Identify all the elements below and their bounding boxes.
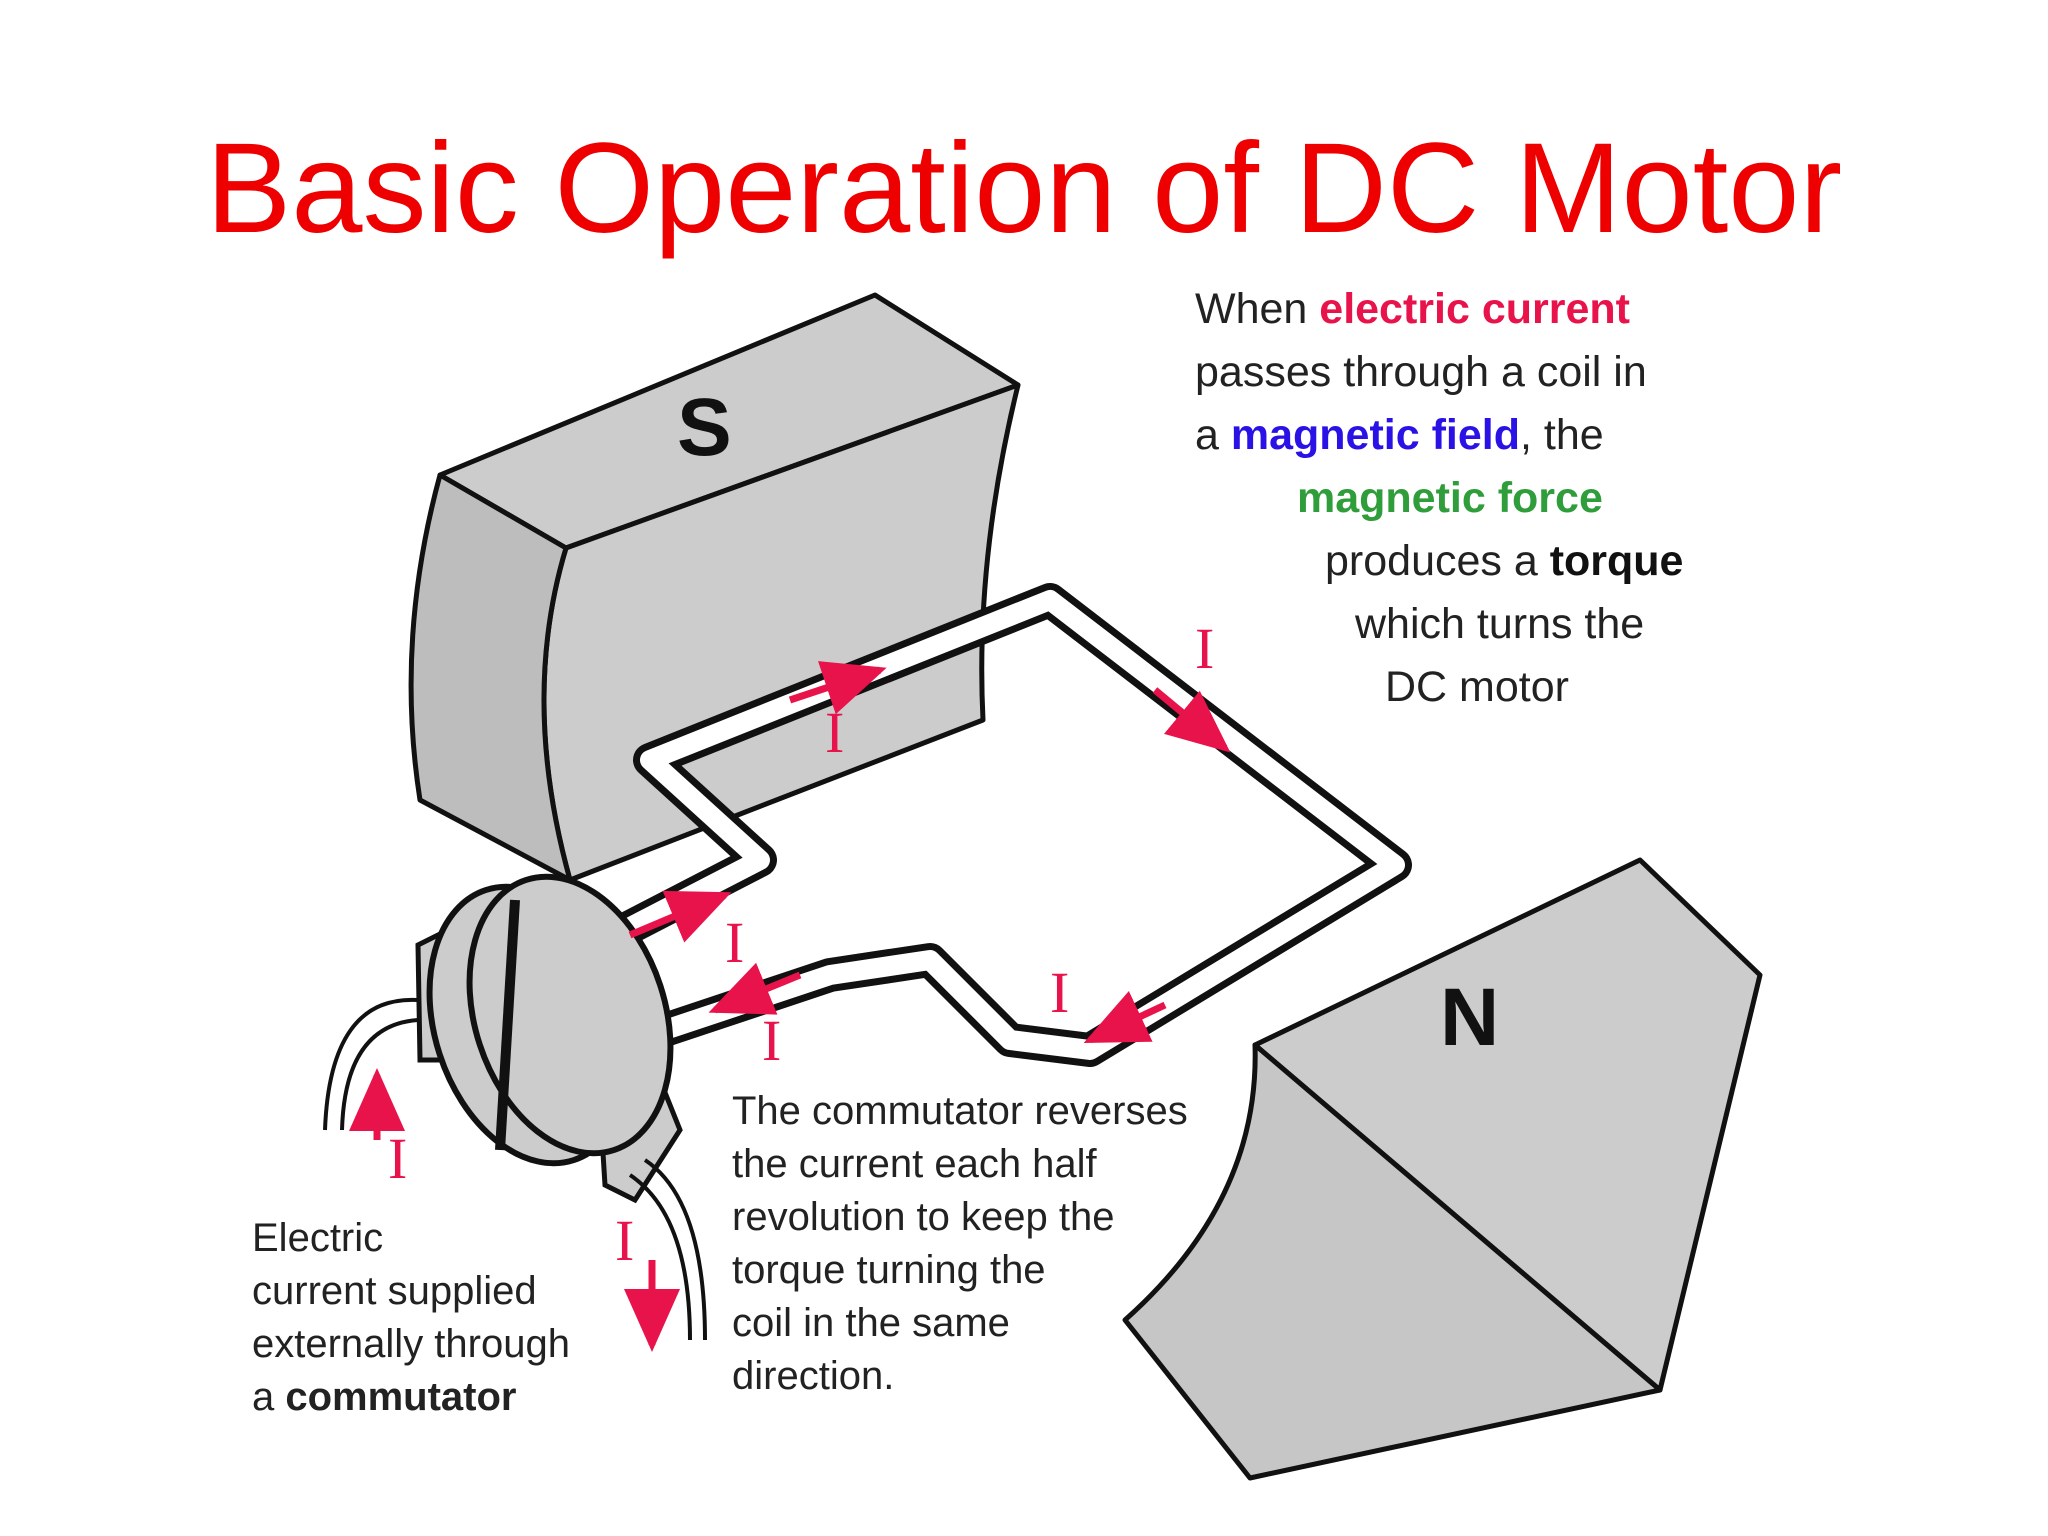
current-label-lead-out: I <box>762 1008 781 1073</box>
commutator-term: commutator <box>285 1375 517 1419</box>
commutator-note-line: torque turning the <box>732 1248 1046 1292</box>
intro-line-7: DC motor <box>1385 663 1569 711</box>
arrow-coil-top <box>788 661 887 715</box>
arrow-coil-bottom <box>1083 990 1167 1044</box>
current-label-coil-bottom: I <box>1050 960 1069 1025</box>
supply-note-line-3: externally through <box>252 1322 570 1366</box>
intro-line-3: a magnetic field, the <box>1195 411 1604 459</box>
commutator-note-line: revolution to keep the <box>732 1195 1115 1239</box>
magnetic-force-term: magnetic force <box>1297 474 1603 522</box>
supply-wires <box>323 997 707 1341</box>
supply-note-line-2: current supplied <box>252 1269 537 1313</box>
commutator-note-line: direction. <box>732 1354 895 1398</box>
intro-note: When electric current passes through a c… <box>1195 278 1683 719</box>
intro-line-1: When electric current <box>1195 285 1630 333</box>
intro-line-4: magnetic force <box>1195 467 1683 530</box>
current-label-supply-out: I <box>615 1208 634 1273</box>
south-magnet: S <box>408 292 1021 883</box>
current-label-supply-in: I <box>388 1126 407 1191</box>
arrow-lead-in <box>628 890 732 943</box>
north-pole-label: N <box>1440 972 1499 1063</box>
north-magnet: N <box>1122 857 1763 1481</box>
commutator <box>415 873 683 1204</box>
current-label-coil-right: I <box>1195 616 1214 681</box>
arrow-lead-out <box>708 962 802 1015</box>
commutator-note: The commutator reverses the current each… <box>732 1085 1188 1403</box>
intro-line-2: passes through a coil in <box>1195 348 1647 396</box>
slide-title: Basic Operation of DC Motor <box>205 117 1843 260</box>
electric-current-term: electric current <box>1319 285 1630 333</box>
current-label-lead-in: I <box>725 910 744 975</box>
current-label-coil-top: I <box>825 700 844 765</box>
south-pole-label: S <box>677 382 732 473</box>
supply-note-line-4: a commutator <box>252 1375 517 1419</box>
supply-note-line-1: Electric <box>252 1216 384 1260</box>
magnetic-field-term: magnetic field <box>1230 411 1520 459</box>
arrow-coil-right-down <box>1152 687 1231 753</box>
supply-note: Electric current supplied externally thr… <box>252 1212 570 1424</box>
commutator-note-line: The commutator reverses <box>732 1089 1188 1133</box>
commutator-note-line: the current each half <box>732 1142 1097 1186</box>
torque-term: torque <box>1549 537 1684 585</box>
armature-coil <box>598 583 1412 1067</box>
intro-line-5: produces a torque <box>1325 537 1684 585</box>
intro-line-6: which turns the <box>1355 600 1645 648</box>
current-arrows <box>349 661 1231 1352</box>
commutator-note-line: coil in the same <box>732 1301 1010 1345</box>
